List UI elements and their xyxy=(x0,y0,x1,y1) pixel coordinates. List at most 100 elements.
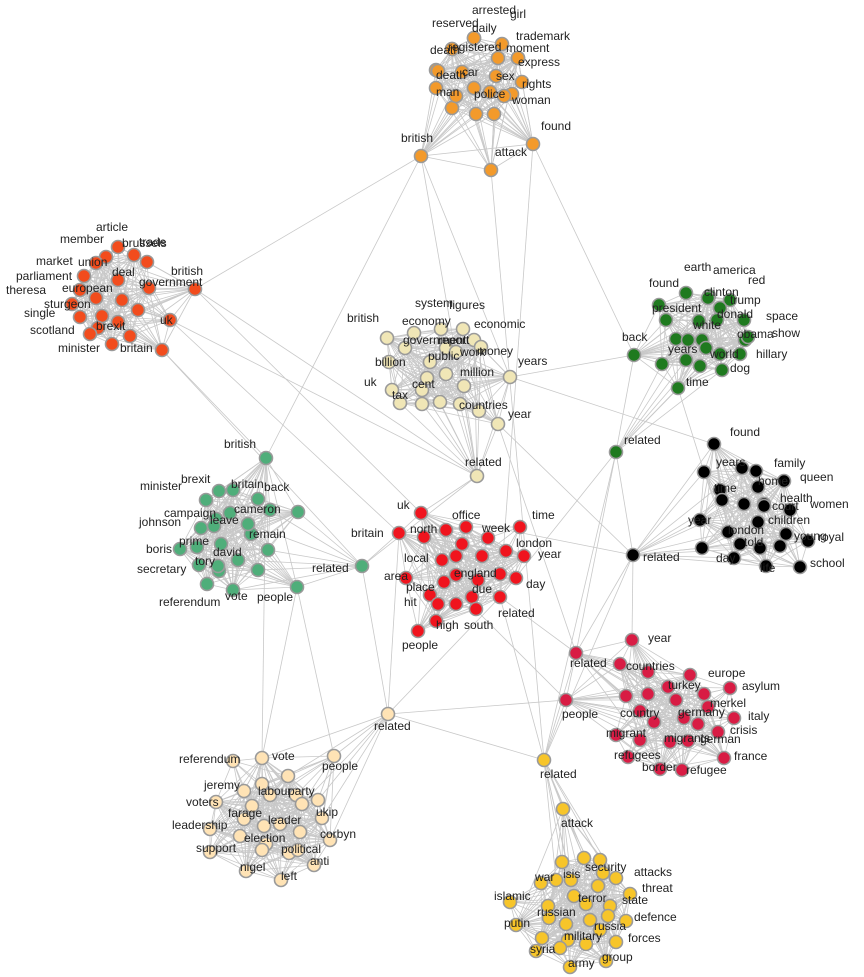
term-node[interactable] xyxy=(458,519,474,535)
term-node[interactable] xyxy=(456,378,472,394)
term-node[interactable] xyxy=(778,526,794,542)
term-node[interactable] xyxy=(434,552,450,568)
edge-line xyxy=(417,536,425,632)
term-node[interactable] xyxy=(624,632,640,648)
term-node[interactable] xyxy=(413,148,429,164)
term-node[interactable] xyxy=(199,576,215,592)
term-node[interactable] xyxy=(502,369,518,385)
term-node[interactable] xyxy=(618,688,634,704)
term-node[interactable] xyxy=(211,483,227,499)
edge-line xyxy=(627,741,671,758)
term-node[interactable] xyxy=(438,522,454,538)
term-node[interactable] xyxy=(694,540,710,556)
term-node[interactable] xyxy=(640,686,656,702)
term-node[interactable] xyxy=(706,436,722,452)
term-node[interactable] xyxy=(130,302,146,318)
term-node[interactable] xyxy=(490,416,506,432)
edge-line xyxy=(659,723,699,770)
term-node[interactable] xyxy=(72,309,88,325)
term-node[interactable] xyxy=(512,519,528,535)
term-node[interactable] xyxy=(516,548,532,564)
term-node[interactable] xyxy=(756,498,772,514)
term-node[interactable] xyxy=(468,601,484,617)
term-node[interactable] xyxy=(198,492,214,508)
term-node[interactable] xyxy=(82,326,98,342)
term-node[interactable] xyxy=(714,362,730,378)
term-node[interactable] xyxy=(508,570,524,586)
term-node[interactable] xyxy=(625,547,641,563)
term-node[interactable] xyxy=(474,548,490,564)
term-node[interactable] xyxy=(104,336,120,352)
term-node[interactable] xyxy=(354,558,370,574)
term-node[interactable] xyxy=(260,542,276,558)
term-node[interactable] xyxy=(722,680,738,696)
term-node[interactable] xyxy=(254,842,270,858)
term-node[interactable] xyxy=(193,520,209,536)
term-node[interactable] xyxy=(292,824,308,840)
term-node[interactable] xyxy=(555,801,571,817)
term-node[interactable] xyxy=(692,358,708,374)
term-node[interactable] xyxy=(483,162,499,178)
term-node[interactable] xyxy=(414,396,430,412)
term-node[interactable] xyxy=(448,596,464,612)
term-node[interactable] xyxy=(126,247,142,263)
edge-line xyxy=(265,457,271,511)
term-node[interactable] xyxy=(391,525,407,541)
edge-line xyxy=(455,555,501,575)
term-node[interactable] xyxy=(696,464,712,480)
term-node[interactable] xyxy=(250,562,266,578)
term-node[interactable] xyxy=(736,496,752,512)
term-node[interactable] xyxy=(254,750,270,766)
term-node[interactable] xyxy=(626,347,642,363)
term-node[interactable] xyxy=(410,623,426,639)
term-node[interactable] xyxy=(486,106,502,122)
term-node[interactable] xyxy=(114,292,130,308)
term-node[interactable] xyxy=(612,656,628,672)
term-node[interactable] xyxy=(690,716,706,732)
term-node[interactable] xyxy=(294,796,310,812)
term-node[interactable] xyxy=(438,366,454,382)
term-node[interactable] xyxy=(430,596,446,612)
term-node[interactable] xyxy=(772,538,788,554)
term-node[interactable] xyxy=(413,505,429,521)
term-node[interactable] xyxy=(678,285,694,301)
edge-line xyxy=(677,347,707,389)
term-node[interactable] xyxy=(714,492,730,508)
edge-line xyxy=(699,471,705,521)
term-node[interactable] xyxy=(492,589,508,605)
term-node[interactable] xyxy=(448,548,464,564)
term-node[interactable] xyxy=(139,254,155,270)
term-label: court xyxy=(772,499,799,513)
edge-line xyxy=(632,467,743,556)
term-node[interactable] xyxy=(558,692,574,708)
edge-line xyxy=(653,721,699,725)
edge-line xyxy=(701,499,723,549)
term-node[interactable] xyxy=(290,504,306,520)
edge-line xyxy=(631,639,689,742)
term-node[interactable] xyxy=(654,356,670,372)
term-node[interactable] xyxy=(670,380,686,396)
term-node[interactable] xyxy=(498,543,514,559)
term-node[interactable] xyxy=(536,752,552,768)
edge-line xyxy=(503,95,534,145)
term-label: europe xyxy=(708,666,746,680)
term-node[interactable] xyxy=(454,536,470,552)
term-node[interactable] xyxy=(658,312,674,328)
term-node[interactable] xyxy=(608,934,624,950)
term-label: dog xyxy=(730,361,750,375)
term-node[interactable] xyxy=(154,342,170,358)
term-node[interactable] xyxy=(792,559,808,575)
term-node[interactable] xyxy=(469,468,485,484)
term-node[interactable] xyxy=(432,394,448,410)
term-node[interactable] xyxy=(552,940,568,956)
term-node[interactable] xyxy=(379,330,395,346)
term-node[interactable] xyxy=(444,100,460,116)
edge-line xyxy=(490,113,495,171)
term-node[interactable] xyxy=(280,768,296,784)
term-node[interactable] xyxy=(436,574,452,590)
term-node[interactable] xyxy=(468,106,484,122)
edge-line xyxy=(261,757,315,866)
term-node[interactable] xyxy=(525,136,541,152)
term-node[interactable] xyxy=(608,444,624,460)
term-node[interactable] xyxy=(258,450,274,466)
